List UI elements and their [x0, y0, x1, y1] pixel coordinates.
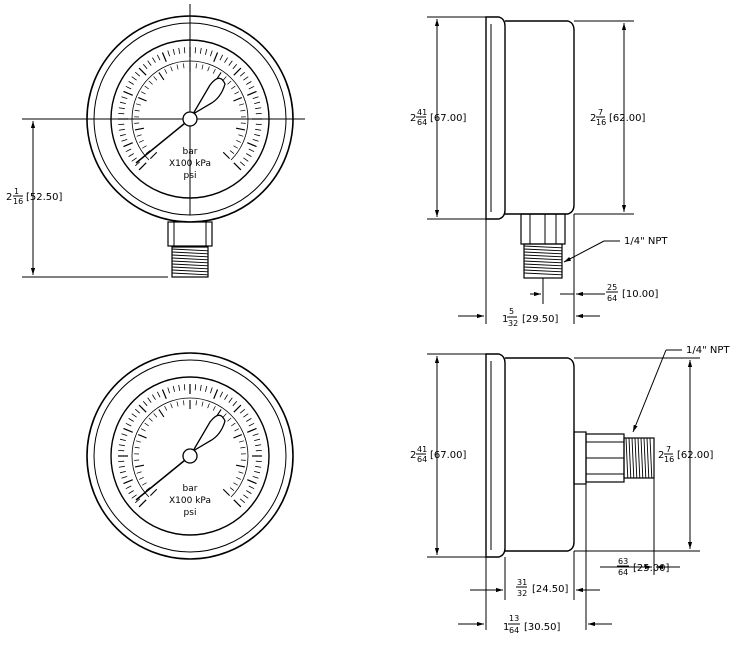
svg-text:[52.50]: [52.50] [26, 192, 63, 203]
svg-text:[67.00]: [67.00] [430, 113, 467, 124]
npt-leader [564, 241, 604, 262]
dim-overall-diameter: 2 41 64 [67.00] [410, 445, 467, 464]
pointer-counterweight [193, 78, 225, 114]
svg-text:16: 16 [664, 455, 674, 464]
pointer-hub [183, 449, 197, 463]
svg-text:7: 7 [598, 108, 603, 117]
gauge-unit-bar: bar [183, 484, 198, 494]
gauge-case [505, 21, 574, 214]
bezel-flange [486, 17, 505, 219]
front-view-top: bar X100 kPa psi 2 1 16 [52.50] [6, 4, 305, 277]
svg-text:64: 64 [618, 568, 628, 577]
side-view-top: 2 41 64 [67.00] 2 7 16 [62.00] 1/4" NPT … [410, 17, 668, 328]
svg-text:2: 2 [410, 113, 416, 124]
dim-depth: 1 5 32 [29.50] [502, 307, 559, 328]
svg-text:[30.50]: [30.50] [524, 622, 561, 633]
svg-text:64: 64 [509, 626, 519, 635]
stem-socket [168, 222, 212, 277]
svg-text:64: 64 [417, 118, 427, 127]
svg-text:1: 1 [14, 187, 19, 196]
svg-text:25: 25 [607, 283, 617, 292]
dim-case-depth: 31 32 [24.50] [516, 578, 569, 598]
svg-text:2: 2 [6, 192, 12, 203]
side-view-bottom: 1/4" NPT 2 41 64 [67.00] 2 7 16 [62.00] … [410, 345, 730, 635]
gauge-unit-psi: psi [184, 171, 197, 181]
svg-text:[25.00]: [25.00] [633, 563, 670, 574]
npt-leader [633, 350, 666, 432]
dim-thread-length: 25 64 [10.00] [606, 283, 659, 303]
dim-depth: 1 13 64 [30.50] [503, 614, 561, 635]
svg-text:[62.00]: [62.00] [609, 113, 646, 124]
svg-text:[10.00]: [10.00] [622, 289, 659, 300]
stem-socket [521, 214, 565, 244]
dim-case-diameter: 2 7 16 [62.00] [658, 445, 714, 464]
svg-text:41: 41 [417, 108, 427, 117]
bezel-flange [486, 354, 505, 557]
svg-text:[29.50]: [29.50] [522, 314, 559, 325]
dim-overall-diameter: 2 41 64 [67.00] [410, 108, 467, 127]
svg-text:16: 16 [596, 118, 606, 127]
npt-label: 1/4" NPT [624, 236, 668, 247]
svg-text:[67.00]: [67.00] [430, 450, 467, 461]
dim-height-to-center: 2 1 16 [52.50] [6, 187, 63, 206]
svg-text:63: 63 [618, 557, 628, 566]
front-view-bottom: bar X100 kPa psi [87, 353, 293, 559]
gauge-case [505, 358, 574, 551]
svg-text:32: 32 [508, 319, 518, 328]
gauge-unit-kpa: X100 kPa [169, 496, 211, 506]
svg-text:2: 2 [410, 450, 416, 461]
svg-text:[24.50]: [24.50] [532, 584, 569, 595]
npt-label: 1/4" NPT [686, 345, 730, 356]
back-boss [574, 432, 586, 484]
svg-text:5: 5 [509, 307, 514, 316]
pointer-counterweight [193, 415, 225, 451]
dim-case-diameter: 2 7 16 [62.00] [590, 108, 646, 127]
svg-text:41: 41 [417, 445, 427, 454]
gauge-unit-bar: bar [183, 147, 198, 157]
svg-text:7: 7 [666, 445, 671, 454]
svg-text:31: 31 [517, 578, 527, 587]
svg-text:64: 64 [417, 455, 427, 464]
svg-text:13: 13 [509, 614, 519, 623]
gauge-unit-psi: psi [184, 508, 197, 518]
pointer-hub [183, 112, 197, 126]
svg-text:[62.00]: [62.00] [677, 450, 714, 461]
svg-text:64: 64 [607, 294, 617, 303]
svg-text:32: 32 [517, 589, 527, 598]
gauge-unit-kpa: X100 kPa [169, 159, 211, 169]
svg-text:16: 16 [13, 197, 23, 206]
